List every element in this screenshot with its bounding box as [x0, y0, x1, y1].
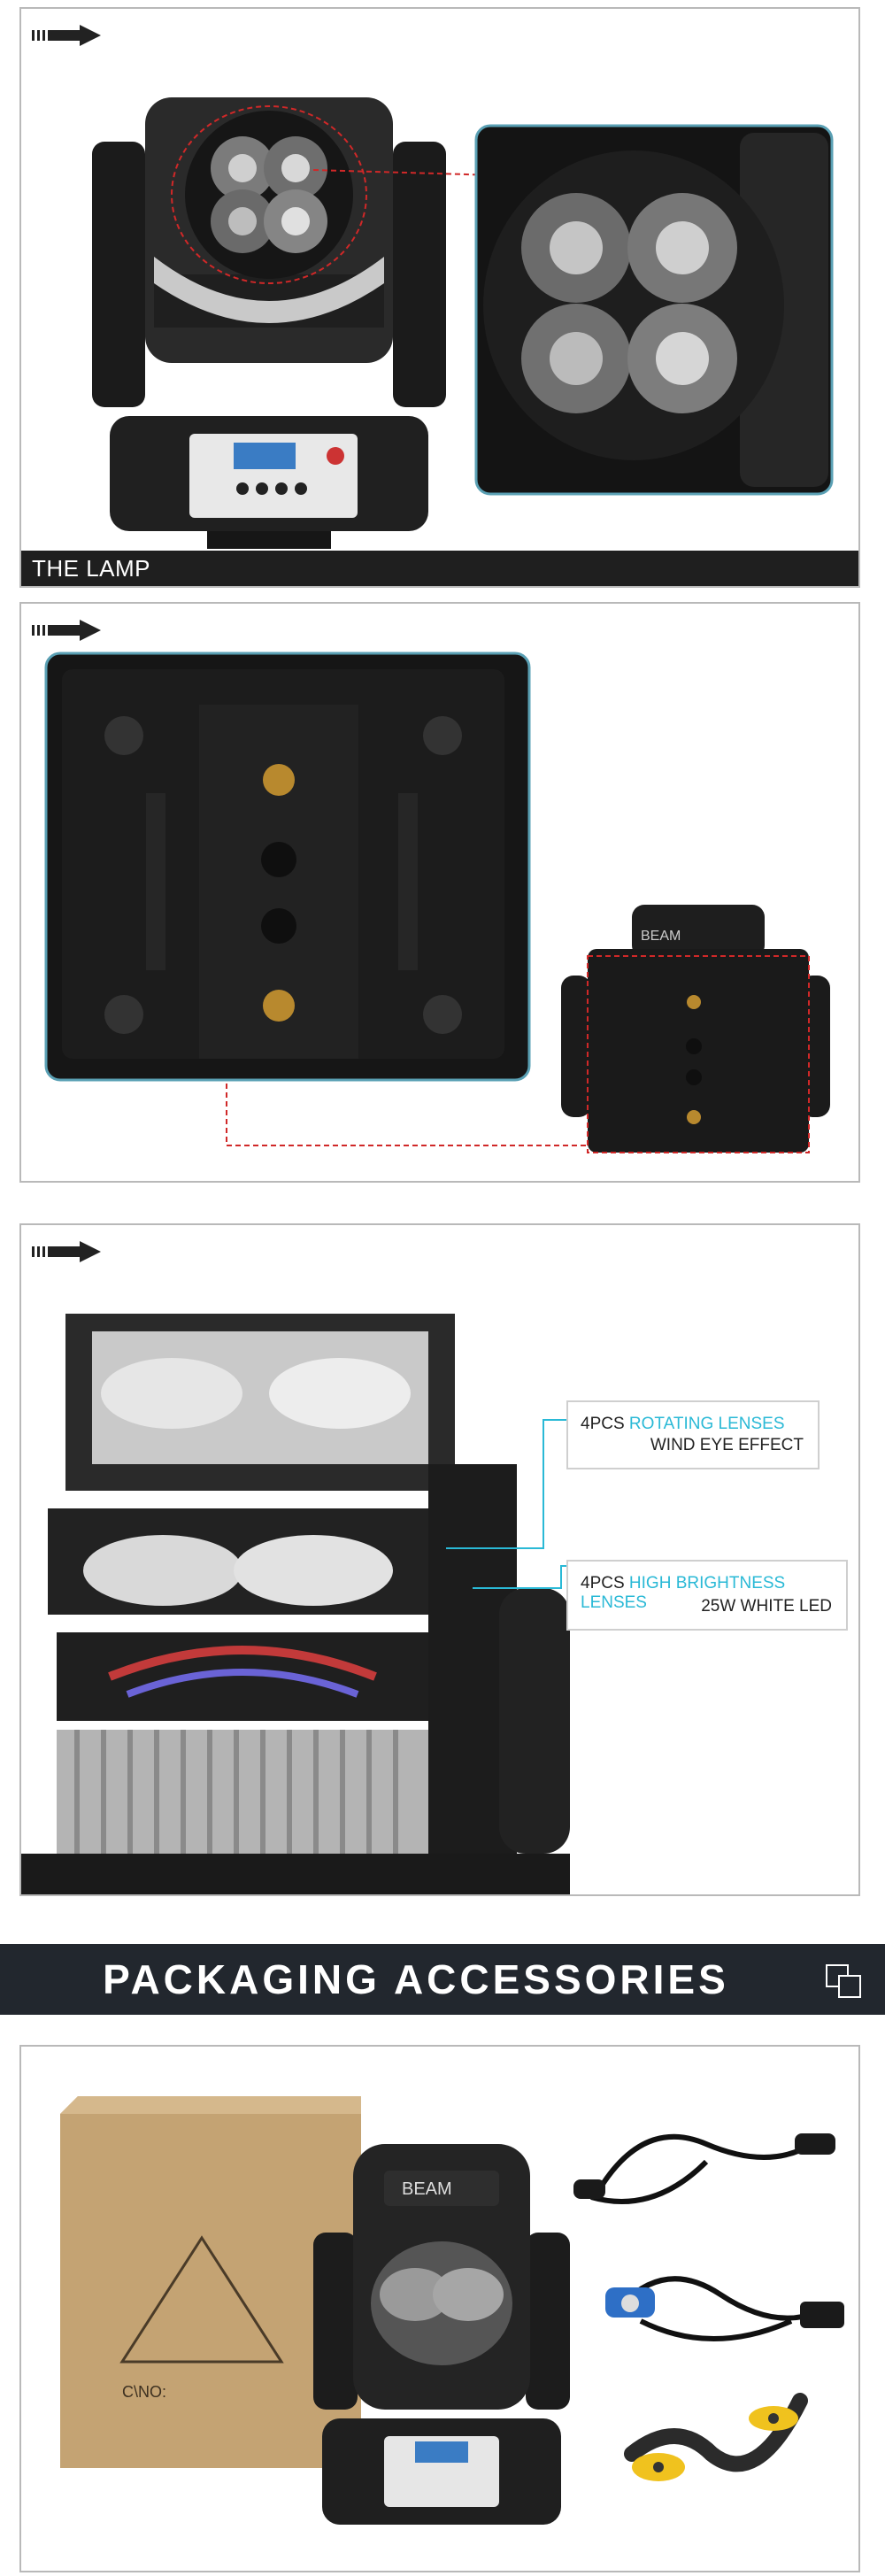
callout-prefix: 4PCS [581, 1574, 625, 1593]
lamp-panel: THE LAMP [19, 7, 860, 588]
dmx-cable-image [573, 2133, 835, 2204]
callout-highlight: HIGH BRIGHTNESS LENSES [581, 1574, 786, 1612]
callout-subtext: 25W WHITE LED [701, 1597, 832, 1616]
banner-title: PACKAGING ACCESSORIES [103, 1956, 729, 2002]
packaged-lamp-image: BEAM [313, 2144, 570, 2525]
callout-subtext: WIND EYE EFFECT [650, 1436, 804, 1454]
section-arrow-icon [32, 620, 101, 641]
packaging-panel: C\NO: BEAM [19, 2045, 860, 2572]
base-bottom-closeup-image [44, 652, 531, 1082]
copy-squares-icon [826, 1964, 861, 1998]
section-arrow-icon [32, 1241, 101, 1262]
lamp-caption: THE LAMP [21, 551, 858, 586]
brand-text: BEAM [641, 929, 681, 944]
power-cable-image [605, 2276, 844, 2341]
rotating-lenses-callout: 4PCS ROTATING LENSES WIND EYE EFFECT [566, 1400, 820, 1469]
mounting-bracket-image [624, 2393, 808, 2481]
callout-highlight: ROTATING LENSES [628, 1415, 785, 1433]
box-label: C\NO: [122, 2383, 166, 2401]
section-arrow-icon [32, 25, 101, 46]
internal-structure-image [21, 1305, 570, 1894]
brightness-lenses-callout: 4PCS HIGH BRIGHTNESS LENSES 25W WHITE LE… [566, 1560, 848, 1631]
callout-prefix: 4PCS [581, 1415, 625, 1433]
moving-head-lamp-image [92, 97, 446, 549]
zoom-connector-line [313, 169, 498, 176]
lens-closeup-image [474, 124, 834, 496]
fixture-rear-view-image: BEAM [561, 905, 830, 1153]
zoom-connector-line [226, 1084, 614, 1146]
base-bottom-panel: BEAM [19, 602, 860, 1183]
internals-panel: 4PCS ROTATING LENSES WIND EYE EFFECT 4PC… [19, 1223, 860, 1896]
cardboard-box-image: C\NO: [60, 2096, 361, 2468]
brand-text: BEAM [402, 2179, 452, 2199]
packaging-banner: PACKAGING ACCESSORIES [0, 1944, 885, 2015]
